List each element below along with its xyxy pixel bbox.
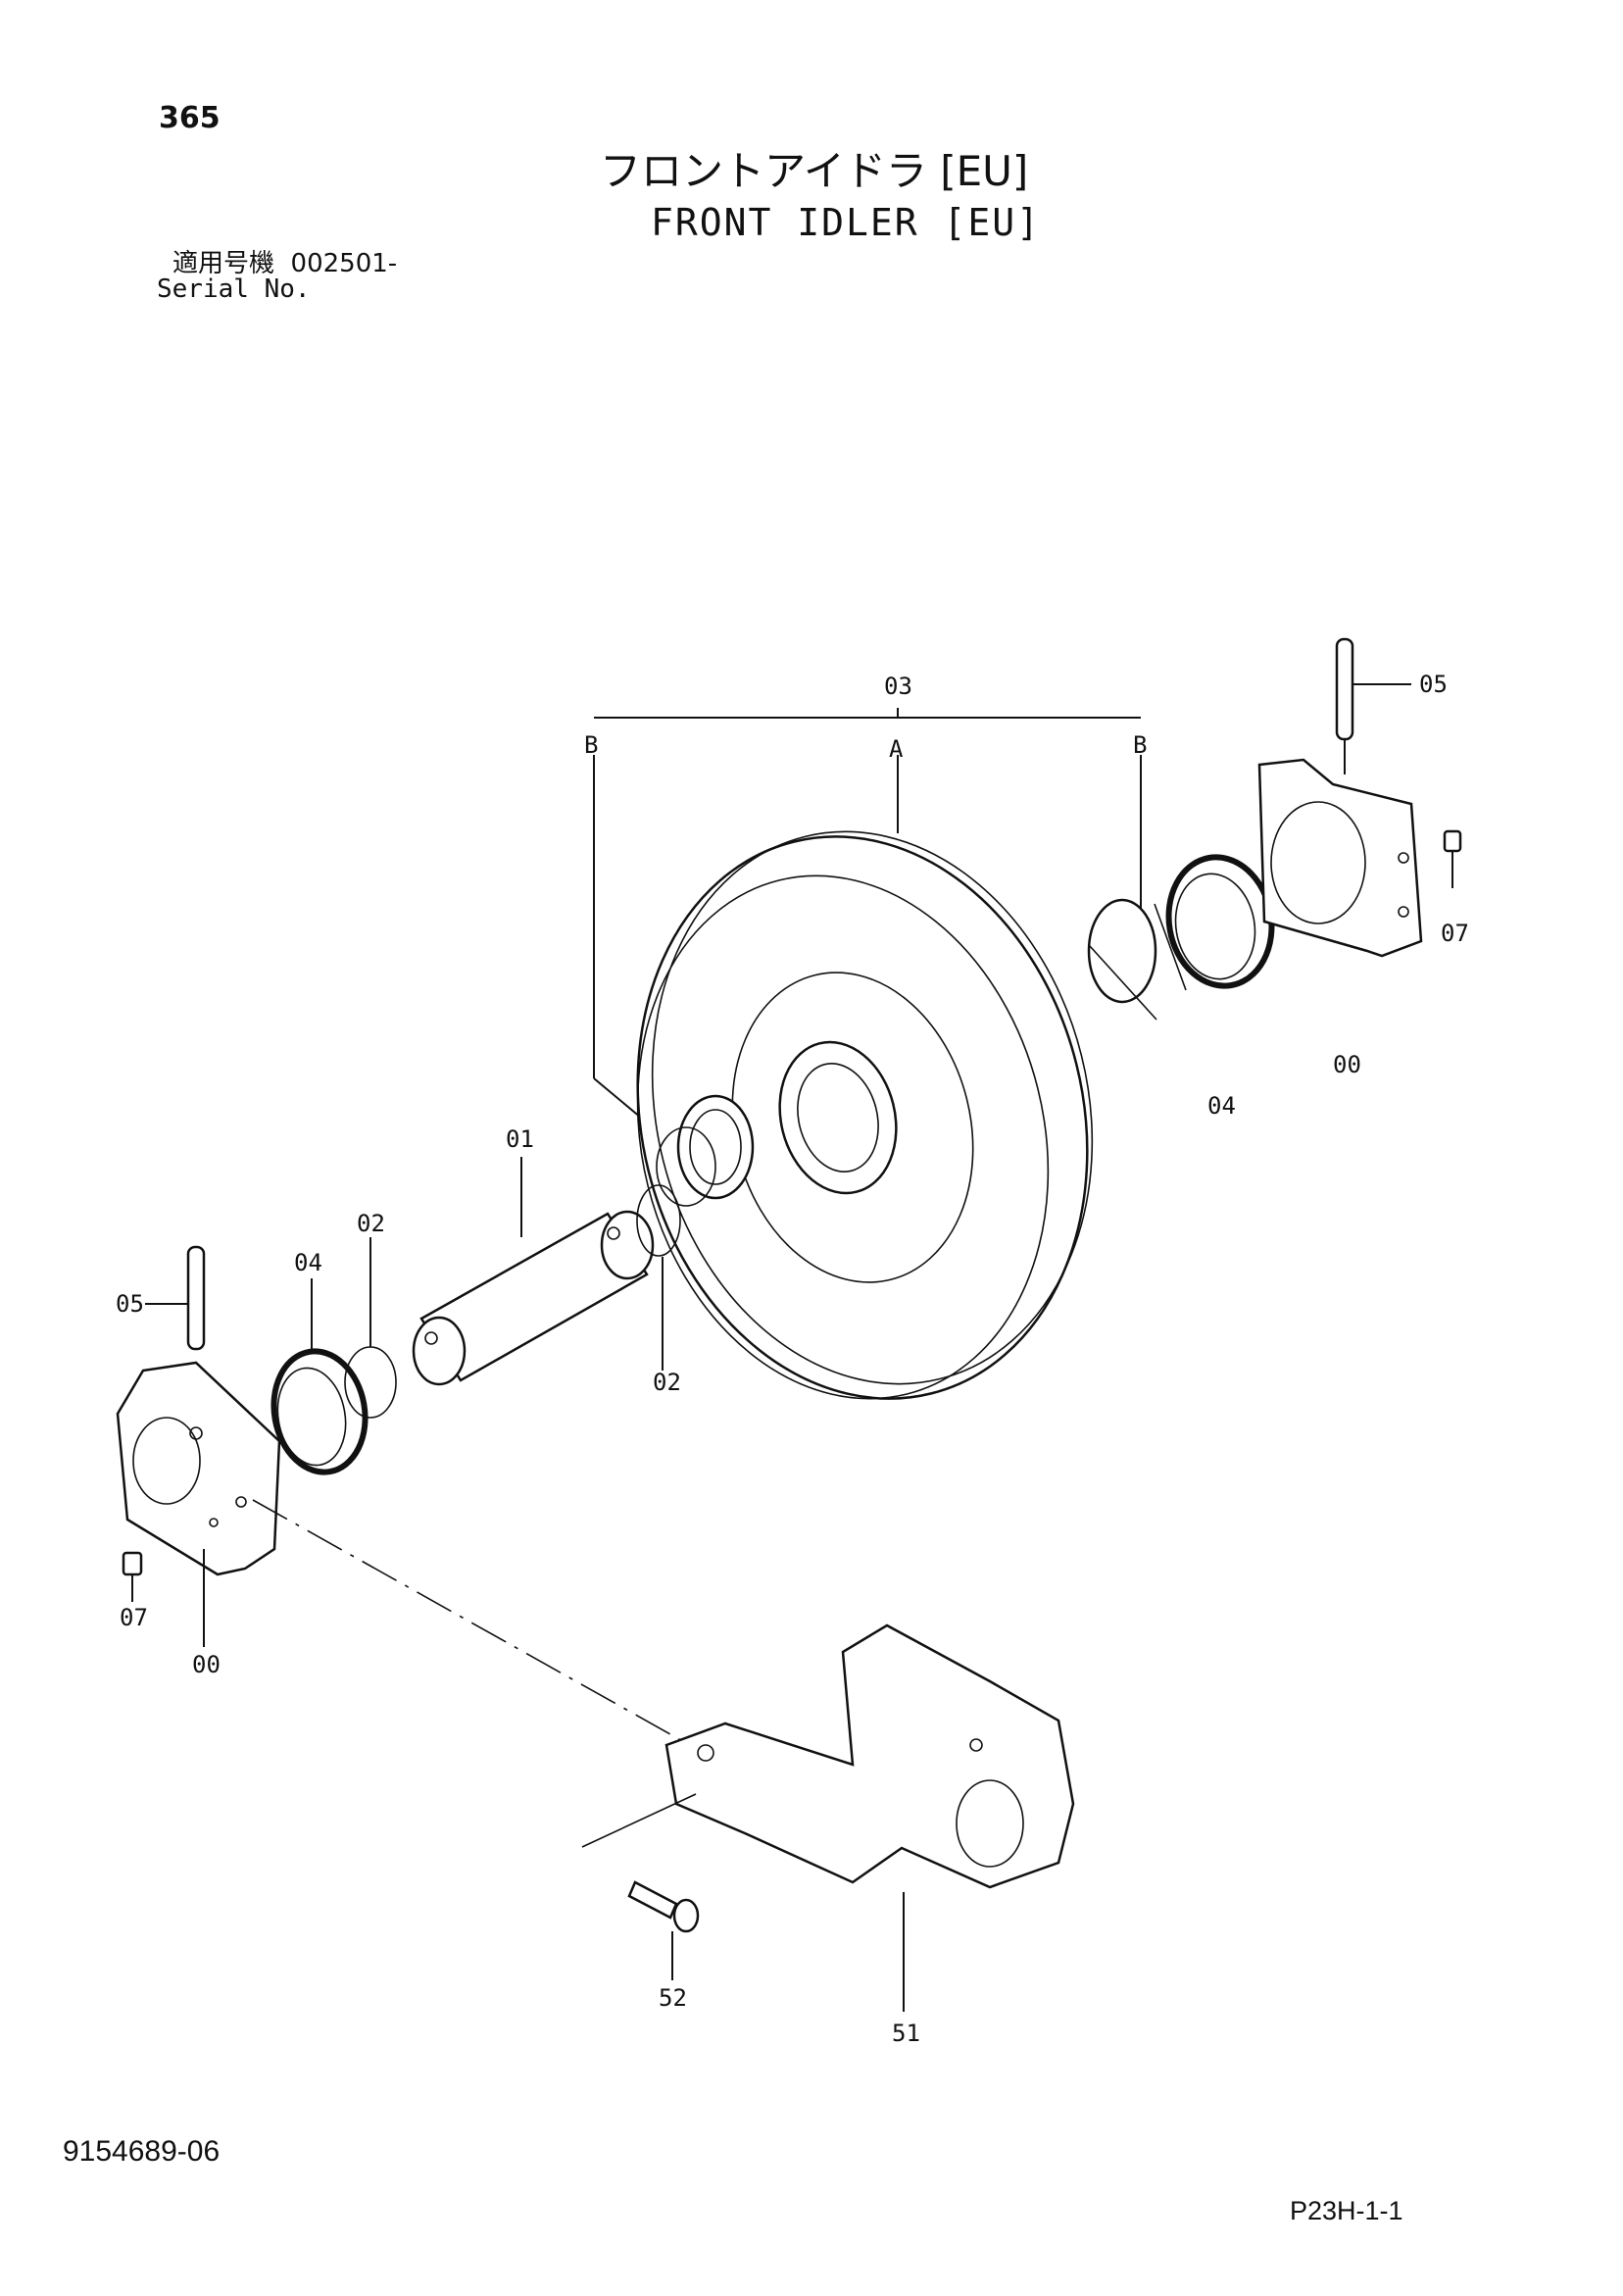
- callout-02-upper: 02: [357, 1210, 385, 1237]
- title-english: FRONT IDLER [EU]: [651, 201, 1042, 244]
- assembly-centerline: [252, 1499, 687, 1744]
- right-bracket-00: [1257, 758, 1423, 958]
- callout-04-left: 04: [294, 1249, 322, 1276]
- callout-00-left: 00: [192, 1651, 221, 1678]
- yoke-51: [664, 1623, 1075, 2012]
- left-collar: [656, 1094, 755, 1207]
- document-number: 9154689-06: [63, 2135, 221, 2168]
- callout-07-left: 07: [120, 1604, 148, 1631]
- callout-03: 03: [884, 673, 912, 700]
- serial-label-jp: 適用号機: [172, 249, 275, 278]
- shaft-01: [412, 1157, 655, 1386]
- callout-b-right: B: [1133, 731, 1147, 759]
- title-japanese: フロントアイドラ [EU]: [600, 147, 1029, 195]
- serial-line-japanese: 適用号機 002501-: [172, 251, 397, 276]
- idler-wheel: [636, 830, 1094, 1400]
- callout-07-right: 07: [1441, 920, 1469, 947]
- right-pin-05: [1335, 637, 1411, 774]
- callout-05-left: 05: [116, 1290, 144, 1318]
- callout-05-right: 05: [1419, 671, 1448, 698]
- bolt-52: [581, 1793, 700, 1980]
- serial-value: 002501-: [290, 249, 398, 278]
- callout-04-right: 04: [1207, 1092, 1236, 1120]
- left-pin-05: [145, 1245, 206, 1351]
- callout-52: 52: [659, 1984, 687, 2012]
- right-plug-07: [1443, 829, 1462, 888]
- callout-01: 01: [506, 1125, 534, 1153]
- o-ring-02-outer: [344, 1237, 397, 1419]
- callout-b-left: B: [584, 731, 598, 759]
- left-bracket-00: [116, 1361, 281, 1647]
- serial-label-english: Serial No.: [157, 275, 311, 304]
- page-number: 365: [159, 101, 221, 135]
- right-bushing: [1087, 898, 1187, 1021]
- callout-00-right: 00: [1333, 1051, 1361, 1078]
- left-plug-07: [122, 1551, 143, 1602]
- callout-51: 51: [892, 2020, 920, 2047]
- page-code: P23H-1-1: [1290, 2196, 1403, 2225]
- callout-02-lower: 02: [653, 1369, 681, 1396]
- callout-a: A: [889, 735, 904, 763]
- o-ring-02-inner: [636, 1184, 681, 1371]
- left-seal-04: [270, 1278, 369, 1475]
